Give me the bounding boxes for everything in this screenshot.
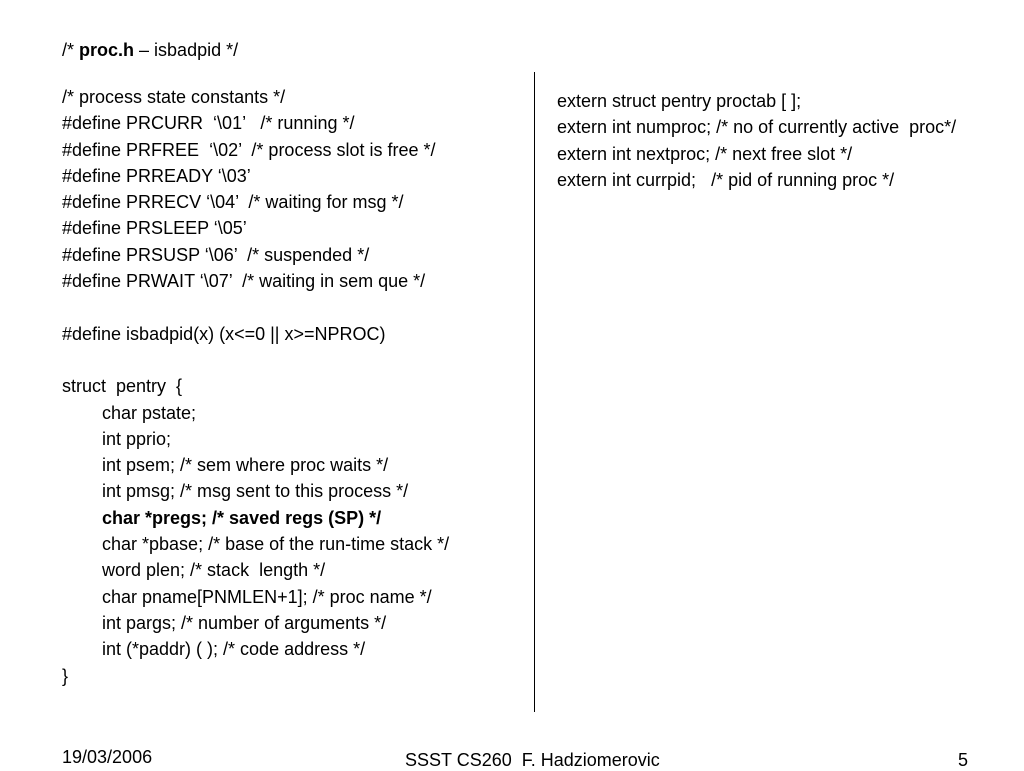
code-line: #define PRFREE ‘\02’ /* process slot is … xyxy=(62,139,436,160)
page-number: 5 xyxy=(958,750,969,770)
footer-date: 19/03/2006 xyxy=(62,747,153,767)
code-line: word plen; /* stack length */ xyxy=(102,560,326,581)
title-suffix: – isbadpid */ xyxy=(134,40,239,60)
column-divider xyxy=(534,72,535,712)
extern-line: extern struct pentry proctab [ ]; xyxy=(557,91,802,111)
title-filename: proc.h xyxy=(79,40,135,60)
title-prefix: /* xyxy=(62,40,80,60)
code-line: #define PRSLEEP ‘\05’ xyxy=(62,218,247,239)
code-line: #define PRWAIT ‘\07’ /* waiting in sem q… xyxy=(62,271,426,292)
extern-line: extern int currpid; /* pid of running pr… xyxy=(557,169,895,190)
right-code-column: extern struct pentry proctab [ ]; extern … xyxy=(557,88,1007,193)
code-line: int (*paddr) ( ); /* code address */ xyxy=(102,639,366,660)
blank-line xyxy=(62,294,522,320)
extern-line: extern int numproc; /* no of currently a… xyxy=(557,117,957,138)
footer-author: SSST CS260 F. Hadziomerovic xyxy=(405,750,660,770)
extern-line: extern int nextproc; /* next free slot *… xyxy=(557,143,853,164)
blank-line xyxy=(62,347,522,373)
code-line: #define PRCURR ‘\01’ /* running */ xyxy=(62,113,355,134)
code-line: char *pbase; /* base of the run-time sta… xyxy=(102,534,450,555)
code-line: #define isbadpid(x) (x<=0 || x>=NPROC) xyxy=(62,323,386,344)
code-line: struct pentry { xyxy=(62,376,183,397)
code-line: #define PRRECV ‘\04’ /* waiting for msg … xyxy=(62,192,404,213)
code-line: int pargs; /* number of arguments */ xyxy=(102,612,387,633)
code-line: #define PRSUSP ‘\06’ /* suspended */ xyxy=(62,244,370,265)
code-line: char *pregs; /* saved regs (SP) */ xyxy=(102,507,382,528)
code-line: /* process state constants */ xyxy=(62,87,286,107)
code-line: } xyxy=(62,665,69,686)
code-line: int pmsg; /* msg sent to this process */ xyxy=(102,481,409,502)
code-line: char pname[PNMLEN+1]; /* proc name */ xyxy=(102,586,432,607)
code-line: #define PRREADY ‘\03’ xyxy=(62,165,251,186)
left-code-column: /* process state constants */ #define PRC… xyxy=(62,84,522,689)
code-line: int pprio; xyxy=(102,428,172,449)
code-line: int psem; /* sem where proc waits */ xyxy=(102,455,389,476)
slide-title: /* proc.h – isbadpid */ xyxy=(62,40,238,61)
code-line: char pstate; xyxy=(102,402,197,423)
